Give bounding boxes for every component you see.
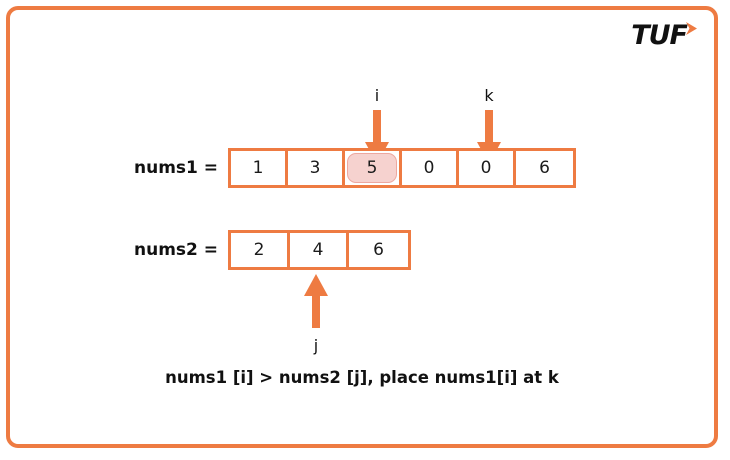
- array-row-nums2: nums2 = 2 4 6: [134, 230, 411, 270]
- cell-value: 6: [539, 158, 550, 178]
- array-cell[interactable]: 2: [231, 233, 290, 267]
- cell-value: 1: [252, 158, 264, 178]
- array-label-nums1: nums1 =: [134, 158, 219, 178]
- array-row-nums1: nums1 = 1 3 5 0 0 6: [134, 148, 576, 188]
- cell-value: 4: [312, 240, 324, 260]
- pointer-j: j: [294, 272, 338, 354]
- cell-value: 5: [366, 158, 378, 178]
- array-cell[interactable]: 4: [290, 233, 349, 267]
- tuf-logo: TUF: [631, 18, 698, 52]
- pointer-k-label: k: [484, 86, 494, 105]
- cell-highlight-box: 5: [347, 153, 397, 183]
- array-label-nums2: nums2 =: [134, 240, 219, 260]
- array-cell[interactable]: 0: [402, 151, 459, 185]
- array-cell[interactable]: 6: [349, 233, 408, 267]
- slide-frame: TUF i k nums1 = 1: [6, 6, 718, 448]
- cell-value: 2: [253, 240, 265, 260]
- array-nums1: 1 3 5 0 0 6: [228, 148, 576, 188]
- cell-value: 0: [423, 158, 435, 178]
- cell-value: 0: [480, 158, 492, 178]
- pointer-j-label: j: [313, 336, 319, 355]
- cell-value: 3: [309, 158, 321, 178]
- array-nums2: 2 4 6: [228, 230, 411, 270]
- array-cell[interactable]: 6: [516, 151, 573, 185]
- cell-value: 6: [373, 240, 384, 260]
- caption-text: nums1 [i] > nums2 [j], place nums1[i] at…: [165, 368, 559, 387]
- chevron-right-icon: [685, 20, 698, 50]
- array-cell[interactable]: 0: [459, 151, 516, 185]
- arrow-up-icon: [301, 272, 331, 332]
- array-cell-highlighted[interactable]: 5: [345, 151, 402, 185]
- array-cell[interactable]: 1: [231, 151, 288, 185]
- array-cell[interactable]: 3: [288, 151, 345, 185]
- pointer-i-label: i: [374, 86, 380, 105]
- logo-text: TUF: [631, 19, 688, 51]
